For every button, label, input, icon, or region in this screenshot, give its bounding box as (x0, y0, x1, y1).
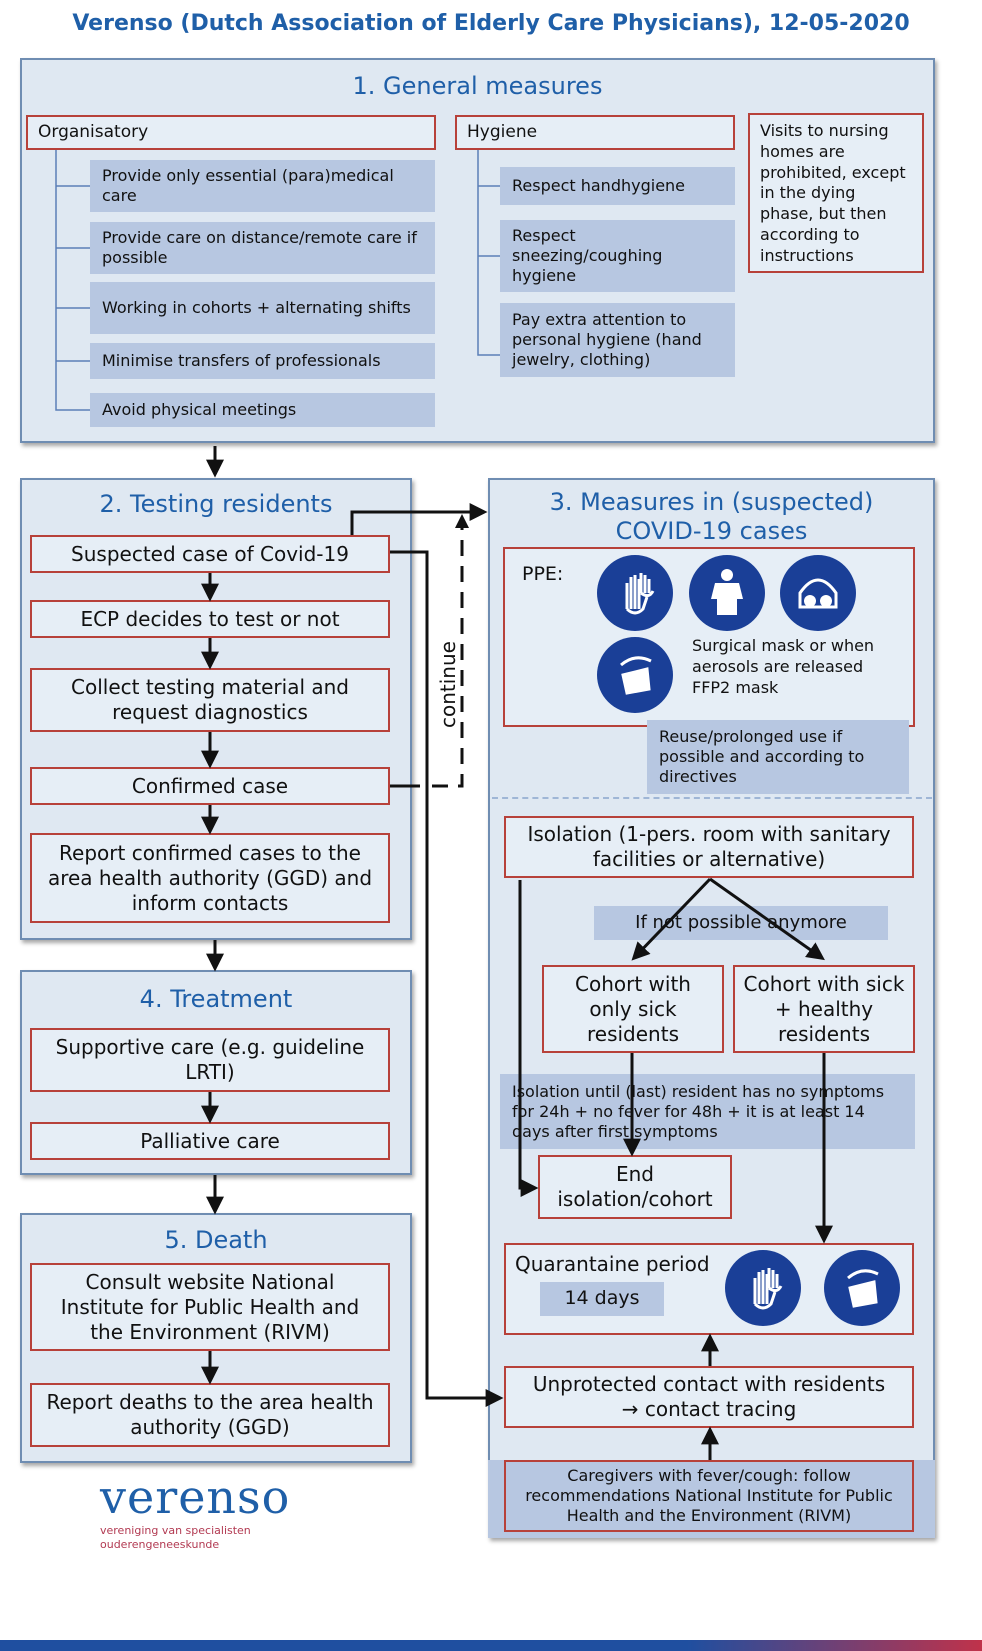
if-not-possible: If not possible anymore (594, 906, 888, 940)
reuse-note: Reuse/prolonged use if possible and acco… (647, 720, 909, 794)
quarantine-label: Quarantaine period (515, 1252, 710, 1276)
org-item-5: Avoid physical meetings (90, 393, 435, 427)
gown-icon (689, 555, 765, 631)
dashed-divider (492, 797, 932, 799)
organisatory-label: Organisatory (26, 115, 436, 150)
testing-step-1: Suspected case of Covid-19 (30, 535, 390, 573)
continue-label: continue (436, 641, 460, 728)
visits-note: Visits to nursing homes are prohibited, … (748, 113, 924, 273)
quarantine-mask-icon (824, 1250, 900, 1326)
hygiene-label: Hygiene (455, 115, 735, 150)
unprotected-contact-box: Unprotected contact with residents → con… (504, 1366, 914, 1428)
quarantine-days: 14 days (540, 1282, 664, 1316)
unprotected-line2: → contact tracing (621, 1397, 797, 1421)
footer-strip (0, 1640, 982, 1651)
general-measures-title: 1. General measures (352, 72, 603, 100)
testing-step-4: Confirmed case (30, 767, 390, 805)
face-mask-icon (597, 637, 673, 713)
measures-title-line1: 3. Measures in (suspected) (549, 488, 874, 516)
measures-title-line2: COVID-19 cases (615, 517, 808, 545)
org-item-1: Provide only essential (para)medical car… (90, 160, 435, 212)
hyg-item-1: Respect handhygiene (500, 167, 735, 205)
treatment-title: 4. Treatment (139, 985, 293, 1013)
caregivers-box: Caregivers with fever/cough: follow reco… (504, 1460, 914, 1532)
gloves-icon (597, 555, 673, 631)
hyg-item-2: Respect sneezing/coughing hygiene (500, 220, 735, 292)
treatment-step-2: Palliative care (30, 1122, 390, 1160)
testing-step-5: Report confirmed cases to the area healt… (30, 833, 390, 923)
isolation-until-note: Isolation until (last) resident has no s… (500, 1074, 915, 1149)
logo-name: verenso (100, 1470, 291, 1524)
testing-step-2: ECP decides to test or not (30, 600, 390, 638)
goggles-icon (780, 555, 856, 631)
org-item-4: Minimise transfers of professionals (90, 343, 435, 379)
treatment-step-1: Supportive care (e.g. guideline LRTI) (30, 1028, 390, 1092)
org-item-3: Working in cohorts + alternating shifts (90, 282, 435, 334)
death-title: 5. Death (164, 1226, 268, 1254)
unprotected-line1: Unprotected contact with residents (532, 1372, 886, 1396)
ppe-label: PPE: (522, 563, 564, 585)
logo-subtitle-line1: vereniging van specialisten (100, 1524, 251, 1537)
org-item-2: Provide care on distance/remote care if … (90, 222, 435, 274)
logo-subtitle-line2: ouderengeneeskunde (100, 1538, 220, 1552)
death-step-1: Consult website National Institute for P… (30, 1263, 390, 1351)
page-title: Verenso (Dutch Association of Elderly Ca… (72, 10, 910, 36)
quarantine-gloves-icon (725, 1250, 801, 1326)
cohort-mixed: Cohort with sick + healthy residents (733, 965, 915, 1053)
testing-title: 2. Testing residents (99, 490, 333, 518)
isolation-box: Isolation (1-pers. room with sanitary fa… (504, 816, 914, 878)
hyg-item-3: Pay extra attention to personal hygiene … (500, 303, 735, 377)
end-isolation-box: End isolation/cohort (538, 1155, 732, 1219)
verenso-logo: verenso vereniging van specialisten oude… (100, 1470, 300, 1555)
cohort-sick: Cohort with only sick residents (542, 965, 724, 1053)
mask-note: Surgical mask or when aerosols are relea… (692, 636, 875, 697)
